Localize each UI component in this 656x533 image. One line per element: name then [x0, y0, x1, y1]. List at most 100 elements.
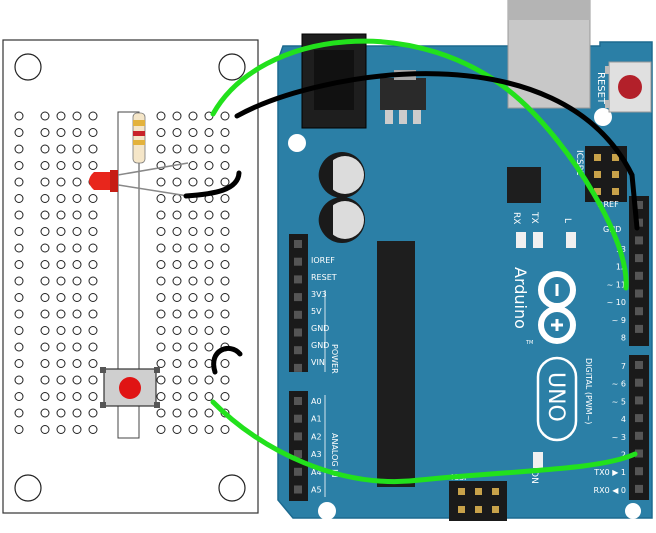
breadboard-hole[interactable] — [188, 359, 198, 368]
breadboard-hole[interactable] — [40, 177, 50, 187]
header-pin[interactable] — [294, 275, 302, 284]
breadboard-hole[interactable] — [40, 194, 50, 203]
breadboard-hole[interactable] — [172, 144, 182, 154]
breadboard-hole[interactable] — [156, 111, 166, 121]
breadboard-hole[interactable] — [14, 161, 24, 170]
header-pin[interactable] — [294, 310, 302, 319]
breadboard-hole[interactable] — [156, 177, 166, 187]
breadboard-hole[interactable] — [156, 326, 166, 335]
breadboard-hole[interactable] — [14, 408, 24, 418]
breadboard-hole[interactable] — [72, 359, 82, 368]
breadboard-hole[interactable] — [220, 293, 230, 302]
breadboard-hole[interactable] — [156, 210, 166, 220]
breadboard-hole[interactable] — [88, 161, 98, 170]
breadboard-hole[interactable] — [220, 161, 230, 170]
breadboard-hole[interactable] — [204, 276, 214, 286]
breadboard-hole[interactable] — [72, 260, 82, 269]
breadboard-hole[interactable] — [56, 375, 66, 385]
header-pin[interactable] — [635, 361, 643, 369]
breadboard-hole[interactable] — [14, 243, 24, 253]
breadboard-hole[interactable] — [14, 359, 24, 368]
breadboard-hole[interactable] — [156, 227, 166, 236]
header-pin[interactable] — [635, 431, 643, 440]
breadboard-hole[interactable] — [220, 425, 230, 434]
breadboard-hole[interactable] — [172, 243, 182, 253]
breadboard-hole[interactable] — [14, 309, 24, 319]
push-button[interactable] — [100, 367, 160, 408]
breadboard-hole[interactable] — [40, 408, 50, 418]
breadboard-hole[interactable] — [56, 425, 66, 434]
breadboard-hole[interactable] — [56, 342, 66, 352]
breadboard-hole[interactable] — [40, 326, 50, 335]
breadboard-hole[interactable] — [14, 227, 24, 236]
breadboard-hole[interactable] — [14, 128, 24, 137]
breadboard-hole[interactable] — [188, 276, 198, 286]
breadboard-hole[interactable] — [72, 309, 82, 319]
breadboard-hole[interactable] — [72, 392, 82, 401]
breadboard-hole[interactable] — [40, 210, 50, 220]
header-pin[interactable] — [635, 289, 643, 298]
breadboard-hole[interactable] — [72, 161, 82, 170]
header-pin[interactable] — [294, 397, 302, 405]
breadboard-hole[interactable] — [88, 260, 98, 269]
breadboard-hole[interactable] — [40, 161, 50, 170]
header-pin[interactable] — [635, 307, 643, 316]
breadboard-hole[interactable] — [14, 392, 24, 401]
breadboard-hole[interactable] — [156, 425, 166, 434]
breadboard-hole[interactable] — [56, 227, 66, 236]
breadboard-hole[interactable] — [220, 276, 230, 286]
breadboard-hole[interactable] — [56, 359, 66, 368]
breadboard-hole[interactable] — [204, 227, 214, 236]
breadboard-hole[interactable] — [40, 392, 50, 401]
breadboard-hole[interactable] — [188, 243, 198, 253]
breadboard-hole[interactable] — [72, 276, 82, 286]
breadboard-hole[interactable] — [204, 210, 214, 220]
breadboard-hole[interactable] — [172, 293, 182, 302]
breadboard-hole[interactable] — [40, 276, 50, 286]
breadboard-hole[interactable] — [72, 210, 82, 220]
breadboard-hole[interactable] — [204, 293, 214, 302]
breadboard-hole[interactable] — [88, 276, 98, 286]
breadboard-hole[interactable] — [156, 276, 166, 286]
breadboard-hole[interactable] — [204, 128, 214, 137]
breadboard-hole[interactable] — [172, 408, 182, 418]
breadboard-hole[interactable] — [56, 260, 66, 269]
breadboard-hole[interactable] — [14, 111, 24, 121]
breadboard-hole[interactable] — [188, 177, 198, 187]
breadboard-hole[interactable] — [172, 342, 182, 352]
breadboard-hole[interactable] — [88, 375, 98, 385]
breadboard-hole[interactable] — [56, 111, 66, 121]
breadboard-hole[interactable] — [220, 375, 230, 385]
breadboard-hole[interactable] — [56, 194, 66, 203]
breadboard-hole[interactable] — [204, 326, 214, 335]
breadboard-hole[interactable] — [88, 392, 98, 401]
breadboard-hole[interactable] — [14, 375, 24, 385]
breadboard-hole[interactable] — [56, 276, 66, 286]
breadboard-hole[interactable] — [188, 260, 198, 269]
breadboard-hole[interactable] — [72, 425, 82, 434]
header-pin[interactable] — [635, 484, 643, 493]
breadboard-hole[interactable] — [72, 194, 82, 203]
breadboard-hole[interactable] — [156, 408, 166, 418]
black-wire-short[interactable] — [183, 170, 242, 199]
breadboard-hole[interactable] — [172, 425, 182, 434]
breadboard-hole[interactable] — [188, 326, 198, 335]
breadboard-hole[interactable] — [172, 260, 182, 269]
breadboard-hole[interactable] — [188, 408, 198, 418]
breadboard-hole[interactable] — [72, 243, 82, 253]
header-pin[interactable] — [635, 201, 643, 209]
breadboard-hole[interactable] — [40, 227, 50, 236]
breadboard-hole[interactable] — [188, 161, 198, 170]
breadboard-hole[interactable] — [72, 326, 82, 335]
breadboard-hole[interactable] — [56, 243, 66, 253]
header-pin[interactable] — [294, 240, 302, 248]
breadboard-hole[interactable] — [56, 128, 66, 137]
breadboard-hole[interactable] — [40, 309, 50, 319]
breadboard-hole[interactable] — [172, 392, 182, 401]
header-pin[interactable] — [635, 467, 643, 476]
breadboard-hole[interactable] — [14, 177, 24, 187]
breadboard-hole[interactable] — [188, 227, 198, 236]
breadboard-hole[interactable] — [72, 227, 82, 236]
breadboard-hole[interactable] — [156, 392, 166, 401]
breadboard-hole[interactable] — [156, 243, 166, 253]
